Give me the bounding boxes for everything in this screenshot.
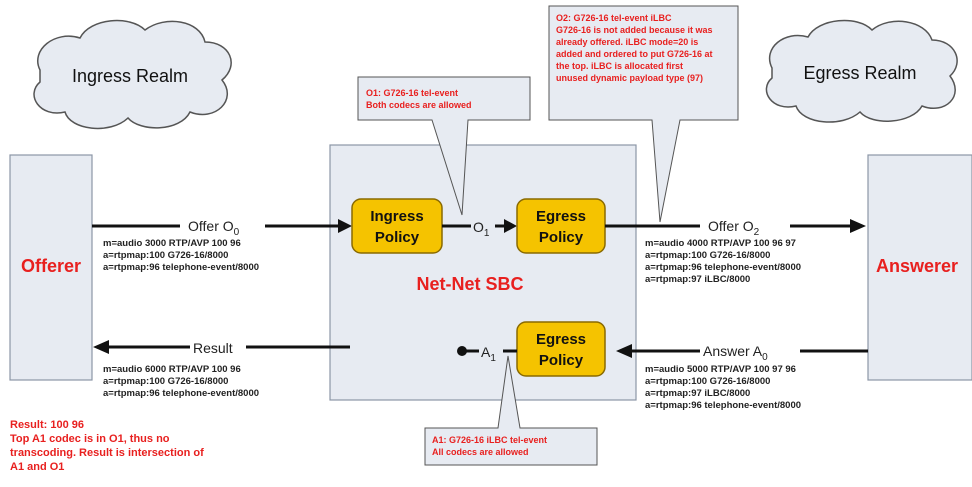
a1-flow: A1 <box>457 342 517 364</box>
answerer-label: Answerer <box>876 256 958 276</box>
callout-o2: O2: G726-16 tel-event iLBC G726-16 is no… <box>548 5 739 223</box>
offer-o2-flow: Offer O2 m=audio 4000 RTP/AVP 100 96 97 … <box>605 216 866 285</box>
callout-a1: A1: G726-16 iLBC tel-event All codecs ar… <box>424 355 598 466</box>
offer-o0-label: Offer O0 <box>188 218 240 238</box>
result-sdp: m=audio 6000 RTP/AVP 100 96 a=rtpmap:100… <box>103 364 259 399</box>
egress-policy-top-label-2: Policy <box>539 229 584 246</box>
answer-a0-flow: Answer A0 m=audio 5000 RTP/AVP 100 97 96… <box>616 341 868 411</box>
offer-o0-flow: Offer O0 m=audio 3000 RTP/AVP 100 96 a=r… <box>92 216 352 273</box>
offer-o0-sdp: m=audio 3000 RTP/AVP 100 96 a=rtpmap:100… <box>103 238 259 273</box>
egress-policy-top-label-1: Egress <box>536 208 586 225</box>
ingress-policy-node: Ingress Policy <box>351 198 443 254</box>
ingress-realm-cloud: Ingress Realm <box>33 19 232 130</box>
callout-a1-text: A1: G726-16 iLBC tel-event All codecs ar… <box>432 435 550 457</box>
egress-policy-bottom-label-2: Policy <box>539 352 584 369</box>
result-note: Result: 100 96 Top A1 codec is in O1, th… <box>10 419 207 473</box>
egress-policy-top-node: Egress Policy <box>516 198 606 254</box>
callout-o2-text: O2: G726-16 tel-event iLBC G726-16 is no… <box>556 13 715 83</box>
ingress-policy-label-2: Policy <box>375 229 420 246</box>
ingress-realm-label: Ingress Realm <box>72 66 188 86</box>
offerer-label: Offerer <box>21 256 81 276</box>
o1-flow: O1 <box>442 217 517 239</box>
egress-realm-cloud: Egress Realm <box>765 19 958 123</box>
answerer-node: Answerer <box>867 154 972 381</box>
egress-policy-bottom-node: Egress Policy <box>516 321 606 377</box>
a1-label: A1 <box>481 344 496 364</box>
result-note-text: Result: 100 96 Top A1 codec is in O1, th… <box>10 419 207 473</box>
egress-realm-label: Egress Realm <box>803 63 916 83</box>
result-label: Result <box>193 340 233 356</box>
result-flow: Result m=audio 6000 RTP/AVP 100 96 a=rtp… <box>93 338 350 399</box>
offerer-node: Offerer <box>9 154 93 381</box>
answer-a0-label: Answer A0 <box>703 343 768 363</box>
egress-policy-bottom-label-1: Egress <box>536 331 586 348</box>
o1-label: O1 <box>473 219 490 239</box>
sbc-label: Net-Net SBC <box>416 274 523 294</box>
ingress-policy-label-1: Ingress <box>370 208 423 225</box>
callout-o1-text: O1: G726-16 tel-event Both codecs are al… <box>366 88 472 110</box>
callout-o1: O1: G726-16 tel-event Both codecs are al… <box>357 76 531 216</box>
answer-a0-sdp: m=audio 5000 RTP/AVP 100 97 96 a=rtpmap:… <box>645 364 801 411</box>
offer-o2-sdp: m=audio 4000 RTP/AVP 100 96 97 a=rtpmap:… <box>645 238 804 285</box>
offer-o2-label: Offer O2 <box>708 218 760 238</box>
